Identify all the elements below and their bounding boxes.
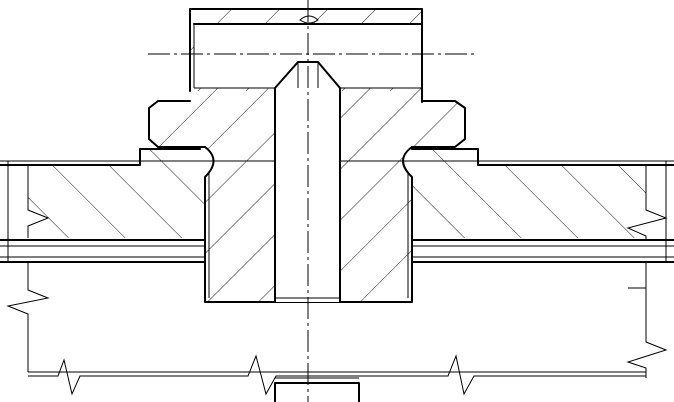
lower-block (274, 377, 360, 402)
bushing-right-section (340, 88, 465, 302)
bushing-left-section (149, 88, 275, 302)
plate-right-section (412, 149, 646, 238)
plate-left-section (28, 149, 205, 238)
break-lines (6, 165, 668, 396)
center-lines (148, 0, 476, 402)
plate (0, 148, 674, 263)
bushing (148, 88, 466, 303)
